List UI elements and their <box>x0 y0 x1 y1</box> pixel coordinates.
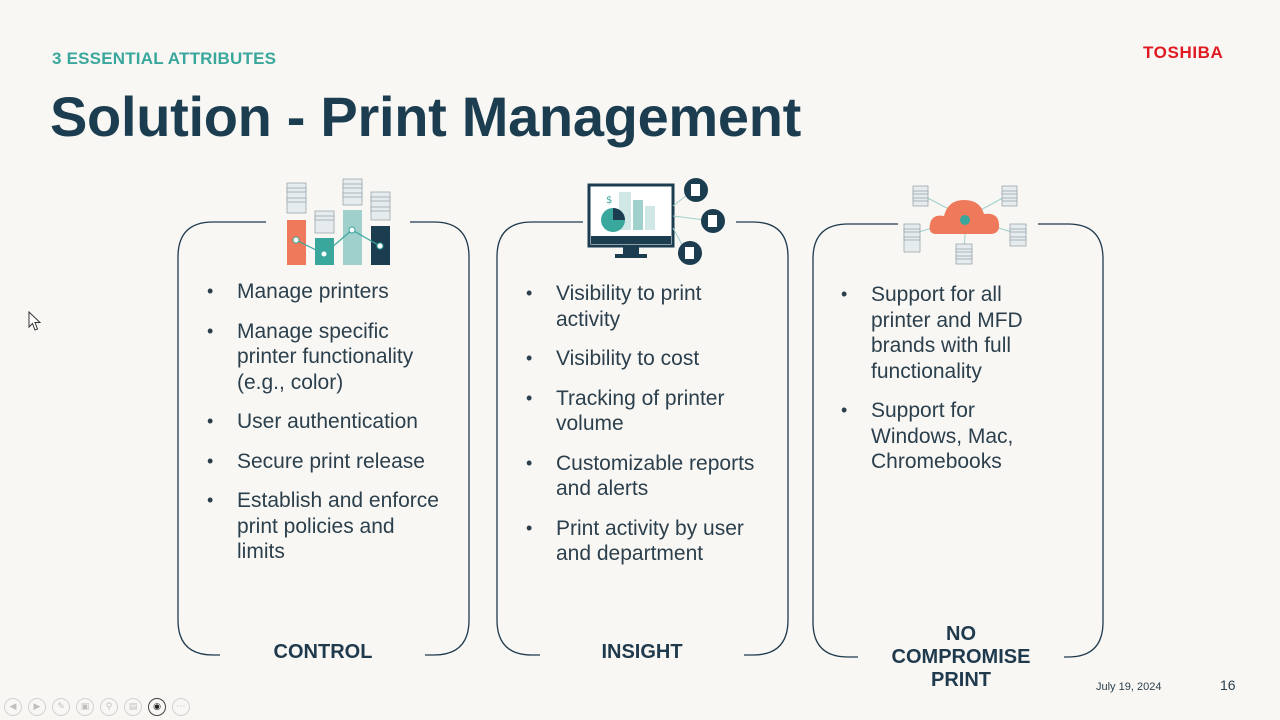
list-item: Manage specific printer functionality (e… <box>207 319 447 396</box>
insight-bullets: Visibility to print activity Visibility … <box>526 281 766 581</box>
slide-title: Solution - Print Management <box>50 85 802 148</box>
no-compromise-bullets: Support for all printer and MFD brands w… <box>841 282 1056 489</box>
list-item: Customizable reports and alerts <box>526 451 766 502</box>
next-icon[interactable]: ▶ <box>28 698 46 716</box>
caption-control: CONTROL <box>273 641 373 663</box>
list-item: Support for Windows, Mac, Chromebooks <box>841 398 1056 475</box>
printer-bar-chart-icon <box>286 178 391 265</box>
list-item: Support for all printer and MFD brands w… <box>841 282 1056 384</box>
card-insight-outline <box>496 221 583 656</box>
monitor-report-icon: $ <box>587 178 725 265</box>
previous-icon[interactable]: ◀ <box>4 698 22 716</box>
card-no-compromise-outline <box>812 223 898 658</box>
cloud-printers-icon <box>903 185 1027 265</box>
list-item: Secure print release <box>207 449 447 475</box>
caption-insight: INSIGHT <box>601 641 683 663</box>
more-icon[interactable]: ⋯ <box>172 698 190 716</box>
slide-date: July 19, 2024 <box>1096 681 1162 693</box>
camera-icon[interactable]: ◉ <box>148 698 166 716</box>
mouse-pointer-icon <box>28 311 42 331</box>
list-item: Visibility to print activity <box>526 281 766 332</box>
caption-no-compromise-print: NO COMPROMISE PRINT <box>891 623 1031 691</box>
copy-icon[interactable]: ▣ <box>76 698 94 716</box>
section-eyebrow: 3 ESSENTIAL ATTRIBUTES <box>52 49 277 68</box>
list-item: Tracking of printer volume <box>526 386 766 437</box>
list-item: User authentication <box>207 409 447 435</box>
slide-page-number: 16 <box>1220 677 1236 693</box>
toshiba-logo: TOSHIBA <box>1143 43 1224 62</box>
card-control-outline <box>177 221 266 656</box>
zoom-icon[interactable]: ⚲ <box>100 698 118 716</box>
control-bullets: Manage printers Manage specific printer … <box>207 279 447 579</box>
slideshow-toolbar: ◀ ▶ ✎ ▣ ⚲ ▤ ◉ ⋯ <box>4 698 190 716</box>
list-item: Print activity by user and department <box>526 516 766 567</box>
list-item: Establish and enforce print policies and… <box>207 488 447 565</box>
pen-icon[interactable]: ✎ <box>52 698 70 716</box>
list-item: Manage printers <box>207 279 447 305</box>
subtitles-icon[interactable]: ▤ <box>124 698 142 716</box>
svg-text:$: $ <box>606 195 612 206</box>
list-item: Visibility to cost <box>526 346 766 372</box>
